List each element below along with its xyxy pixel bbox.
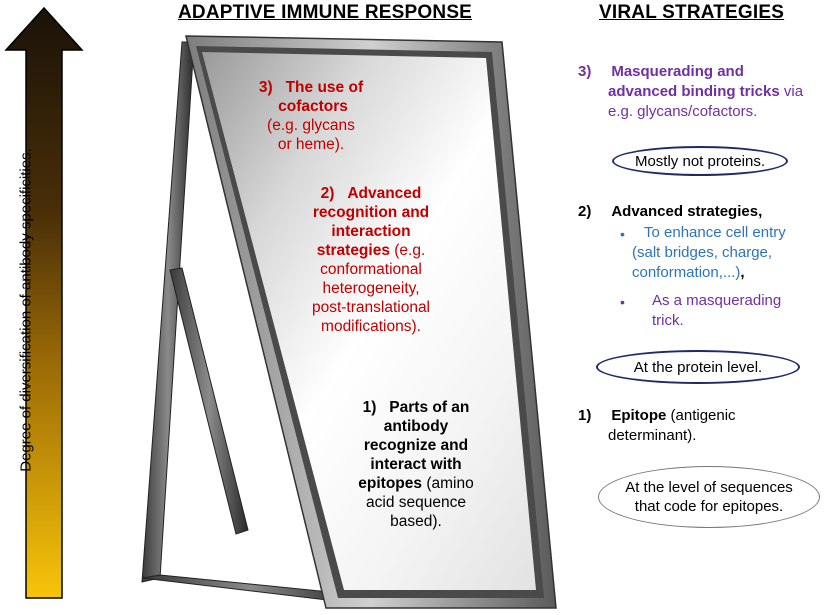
- mirror-item-1-line-6: acid sequence: [366, 494, 466, 511]
- oval-protein-level: At the protein level.: [596, 350, 800, 384]
- oval-sequence-level: At the level of sequences that code for …: [598, 466, 820, 528]
- mirror-item-1-line-5-bold: epitopes: [358, 475, 423, 492]
- viral-item-2-bullet-1-line-2: (salt bridges, charge,: [632, 244, 773, 261]
- viral-item-2-bullet-1-comma: ,: [740, 264, 745, 281]
- oval-protein-level-text: At the protein level.: [633, 358, 763, 376]
- mirror-item-2-number: 2): [320, 185, 335, 202]
- viral-item-2: 2) Advanced strategies,: [578, 202, 828, 222]
- oval-sequence-level-line-1: At the level of sequences: [625, 479, 793, 496]
- mirror-item-1-line-5-rest: (amino: [422, 475, 474, 492]
- viral-item-1: 1) Epitope (antigenic determinant).: [578, 406, 828, 446]
- mirror-item-3-title-2: cofactors: [278, 98, 348, 115]
- viral-item-2-bullet-1-line-3: conformation,...): [632, 264, 741, 281]
- viral-item-3-line-2-rest: via: [779, 83, 804, 100]
- viral-item-1-rest: (antigenic: [666, 407, 736, 424]
- mirror-item-1: 1) Parts of an antibody recognize and in…: [336, 398, 496, 531]
- mirror-item-3-number: 3): [258, 79, 273, 96]
- mirror-item-3: 3) The use of cofactors (e.g. glycans or…: [236, 78, 386, 154]
- viral-item-3: 3) Masquerading and advanced binding tric…: [578, 62, 828, 122]
- mirror-item-3-body-2: or heme).: [277, 136, 345, 153]
- viral-strategies-heading: VIRAL STRATEGIES: [599, 2, 785, 23]
- mirror-item-2-line-5: conformational: [320, 261, 422, 278]
- viral-item-2-bullet-1: To enhance cell entry (salt bridges, cha…: [632, 223, 828, 283]
- viral-item-3-number: 3): [578, 63, 592, 80]
- mirror-item-2-line-7: post-translational: [311, 299, 431, 316]
- viral-item-1-number: 1): [578, 407, 592, 424]
- mirror-item-1-line-4: interact with: [370, 456, 462, 473]
- mirror-item-2-line-1: Advanced: [347, 185, 422, 202]
- viral-item-1-title: Epitope: [611, 407, 667, 424]
- standing-mirror-illustration: [141, 35, 557, 609]
- viral-item-3-line-1: Masquerading and: [611, 63, 744, 80]
- diversification-arrow: [4, 6, 84, 599]
- mirror-item-3-body-1: (e.g. glycans: [267, 117, 355, 134]
- mirror-item-1-number: 1): [362, 399, 377, 416]
- mirror-item-2-line-2: recognition and: [312, 204, 430, 221]
- mirror-item-2-line-6: heterogeneity,: [322, 280, 420, 297]
- mirror-item-2: 2) Advanced recognition and interaction …: [286, 184, 456, 336]
- axis-label: Degree of diversification of antibody sp…: [17, 148, 35, 472]
- mirror-stand-brace: [169, 267, 249, 535]
- bullet-dot-icon: •: [620, 226, 625, 242]
- viral-item-2-bullet-2: As a masquerading trick.: [652, 291, 828, 331]
- mirror-item-2-line-8: modifications).: [321, 318, 421, 335]
- mirror-item-1-line-3: recognize and: [363, 437, 469, 454]
- mirror-item-2-line-3: interaction: [331, 223, 411, 240]
- viral-item-3-line-3: e.g. glycans/cofactors.: [608, 103, 758, 120]
- viral-item-2-bullet-2-line-1: As a masquerading: [652, 292, 782, 309]
- viral-item-1-line-2: determinant).: [608, 427, 697, 444]
- viral-item-2-title: Advanced strategies: [611, 203, 759, 220]
- mirror-item-2-line-4-rest: (e.g.: [389, 242, 426, 259]
- mirror-glass: [202, 52, 536, 590]
- mirror-item-1-line-1: Parts of an: [389, 399, 470, 416]
- oval-mostly-not-proteins: Mostly not proteins.: [612, 146, 788, 176]
- adaptive-immune-heading: ADAPTIVE IMMUNE RESPONSE: [178, 2, 473, 23]
- viral-item-2-bullet-2-line-2: trick.: [652, 312, 684, 329]
- viral-item-2-comma: ,: [758, 203, 763, 220]
- mirror-item-3-title-1: The use of: [285, 79, 364, 96]
- mirror-item-1-line-7: based).: [390, 513, 442, 530]
- mirror-item-1-line-2: antibody: [383, 418, 449, 435]
- viral-item-3-line-2-bold: advanced binding tricks: [608, 83, 780, 100]
- oval-mostly-not-proteins-text: Mostly not proteins.: [634, 152, 766, 170]
- mirror-item-2-line-4-bold: strategies: [316, 242, 390, 259]
- viral-item-2-number: 2): [578, 203, 592, 220]
- bullet-dot-icon: •: [620, 294, 625, 310]
- oval-sequence-level-line-2: that code for epitopes.: [634, 498, 784, 515]
- viral-item-2-bullet-1-line-1: To enhance cell entry: [644, 224, 786, 241]
